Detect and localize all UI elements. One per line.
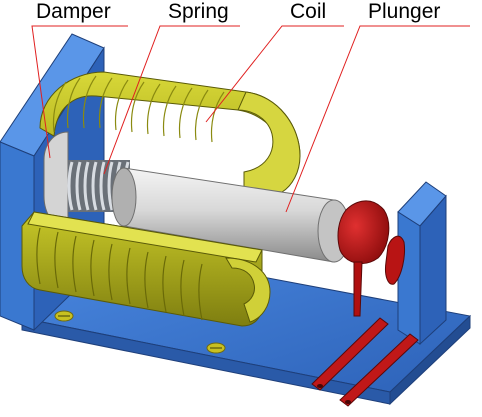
damper-leader <box>31 25 128 159</box>
plunger-leader <box>285 25 470 213</box>
screw-icon <box>54 310 226 354</box>
spring-leader <box>103 25 240 175</box>
right-bracket <box>397 181 447 346</box>
leader-lines <box>31 25 470 213</box>
coil-leader <box>205 25 344 123</box>
coil-label: Coil <box>290 0 327 23</box>
damper-label: Damper <box>36 0 111 23</box>
coil-lower <box>21 211 271 327</box>
plunger-cap <box>311 200 419 407</box>
coil-upper <box>39 71 301 193</box>
spring-label: Spring <box>168 0 229 23</box>
plunger-label: Plunger <box>368 0 441 23</box>
